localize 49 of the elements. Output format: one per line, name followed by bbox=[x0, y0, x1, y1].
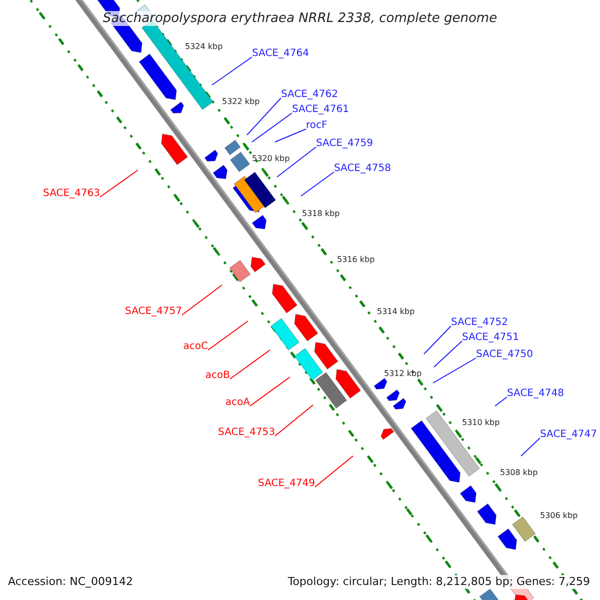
gene-label: SACE_4750 bbox=[476, 349, 533, 361]
leader-line bbox=[434, 340, 462, 368]
gene-label: SACE_4748 bbox=[507, 388, 564, 400]
scale-label: 5308 kbp bbox=[500, 468, 538, 478]
scale-label: 5324 kbp bbox=[185, 42, 223, 52]
gene-label: SACE_4762 bbox=[281, 89, 338, 101]
scale-label: 5318 kbp bbox=[302, 209, 340, 219]
gene-label: SACE_4749 bbox=[258, 478, 315, 490]
gene-label: SACE_4752 bbox=[451, 317, 508, 329]
gene-label: acoA bbox=[225, 397, 250, 409]
gene-label: acoC bbox=[183, 341, 208, 353]
leader-line bbox=[208, 320, 248, 350]
gene-label: rocF bbox=[306, 120, 328, 132]
gene-label: acoB bbox=[205, 370, 230, 382]
gene-label: SACE_4753 bbox=[218, 427, 275, 439]
leader-line bbox=[274, 404, 314, 436]
leader-line bbox=[432, 358, 476, 384]
leader-line bbox=[100, 170, 138, 198]
gene-label: SACE_4751 bbox=[462, 332, 519, 344]
leader-line bbox=[182, 284, 222, 316]
gene-label: SACE_4747 bbox=[540, 429, 597, 441]
scale-label: 5322 kbp bbox=[222, 97, 260, 107]
map-title: Saccharopolyspora erythraea NRRL 2338, complete genome bbox=[100, 11, 500, 26]
leader-line bbox=[520, 438, 540, 456]
scale-label: 5310 kbp bbox=[462, 418, 500, 428]
gene-label: SACE_4757 bbox=[125, 306, 182, 318]
leader-line bbox=[252, 112, 292, 142]
leader-line bbox=[230, 350, 270, 380]
accession-text: Accession: NC_009142 bbox=[8, 575, 134, 589]
leader-line bbox=[274, 128, 306, 142]
scale-label: 5320 kbp bbox=[252, 154, 290, 164]
leader-line bbox=[424, 326, 452, 354]
gene-label: SACE_4758 bbox=[334, 163, 391, 175]
leader-line bbox=[212, 56, 252, 86]
genome-summary-text: Topology: circular; Length: 8,212,805 bp; Genes: 7,259 bbox=[288, 575, 590, 589]
scale-label: 5306 kbp bbox=[540, 511, 578, 521]
scale-label: 5316 kbp bbox=[337, 255, 375, 265]
leader-line bbox=[246, 98, 282, 136]
gene-label: SACE_4764 bbox=[252, 48, 309, 60]
leader-line bbox=[300, 172, 334, 196]
leader-line bbox=[276, 146, 316, 178]
leader-line bbox=[494, 396, 508, 406]
scale-label: 5314 kbp bbox=[377, 307, 415, 317]
leader-line bbox=[314, 456, 354, 488]
scale-label: 5312 kbp bbox=[384, 369, 422, 379]
gene-label: SACE_4761 bbox=[292, 104, 349, 116]
leader-line bbox=[250, 376, 290, 406]
gene-label: SACE_4763 bbox=[43, 188, 100, 200]
gene-label: SACE_4759 bbox=[316, 138, 373, 150]
